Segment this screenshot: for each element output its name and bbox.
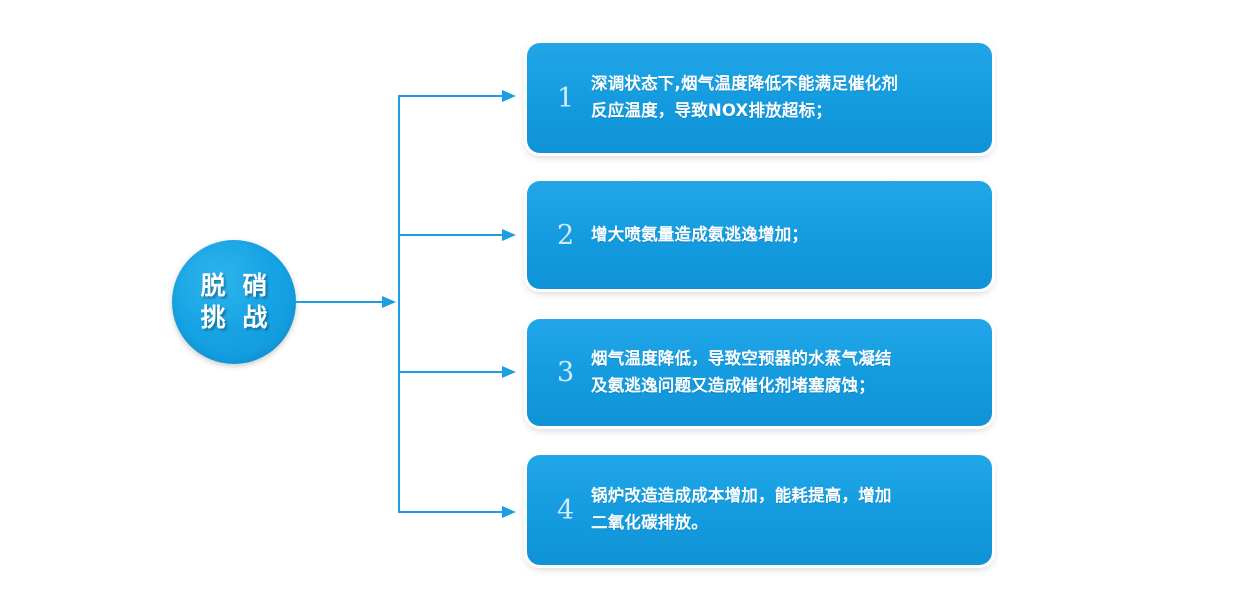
branch-line-4 <box>399 511 506 513</box>
hub-label-line-2: 挑 战 <box>200 303 272 332</box>
item-text-4-line-1: 锅炉改造造成成本增加，能耗提高，增加 <box>591 486 892 506</box>
hub-label-line-1: 脱 硝 <box>200 271 272 300</box>
branch-arrow-icon-4 <box>502 506 516 518</box>
item-text-1-line-2: 反应温度，导致NOX排放超标； <box>591 101 832 120</box>
hub-node: 脱 硝 挑 战 <box>172 240 296 364</box>
item-text-1: 深调状态下,烟气温度降低不能满足催化剂 反应温度，导致NOX排放超标； <box>591 71 898 124</box>
item-text-3: 烟气温度降低，导致空预器的水蒸气凝结 及氨逃逸问题又造成催化剂堵塞腐蚀； <box>591 346 892 399</box>
hub-stem-arrow-icon <box>382 296 396 308</box>
item-text-4-line-2: 二氧化碳排放。 <box>591 513 708 532</box>
item-text-4: 锅炉改造造成成本增加，能耗提高，增加 二氧化碳排放。 <box>591 483 892 536</box>
item-number-2: 2 <box>557 219 575 251</box>
item-text-1-line-1: 深调状态下,烟气温度降低不能满足催化剂 <box>591 74 899 94</box>
item-text-2: 增大喷氨量造成氨逃逸增加； <box>591 223 808 246</box>
trunk-line <box>398 95 400 513</box>
challenge-item-2: 2 增大喷氨量造成氨逃逸增加； <box>527 181 992 289</box>
item-number-4: 4 <box>557 494 575 526</box>
item-text-2-line-1: 增大喷氨量造成氨逃逸增加； <box>591 225 809 245</box>
item-text-3-line-1: 烟气温度降低，导致空预器的水蒸气凝结 <box>591 348 892 368</box>
challenge-item-4: 4 锅炉改造造成成本增加，能耗提高，增加 二氧化碳排放。 <box>527 455 992 565</box>
branch-arrow-icon-2 <box>502 229 516 241</box>
challenge-item-3: 3 烟气温度降低，导致空预器的水蒸气凝结 及氨逃逸问题又造成催化剂堵塞腐蚀； <box>527 319 992 426</box>
hub-stem-line <box>294 301 390 303</box>
item-number-1: 1 <box>557 82 575 114</box>
branch-line-2 <box>399 234 506 236</box>
branch-line-3 <box>399 371 506 373</box>
branch-arrow-icon-1 <box>502 90 516 102</box>
branch-arrow-icon-3 <box>502 366 516 378</box>
item-text-3-line-2: 及氨逃逸问题又造成催化剂堵塞腐蚀； <box>591 375 875 395</box>
branch-line-1 <box>399 95 506 97</box>
challenge-item-1: 1 深调状态下,烟气温度降低不能满足催化剂 反应温度，导致NOX排放超标； <box>527 43 992 153</box>
item-number-3: 3 <box>557 357 575 388</box>
